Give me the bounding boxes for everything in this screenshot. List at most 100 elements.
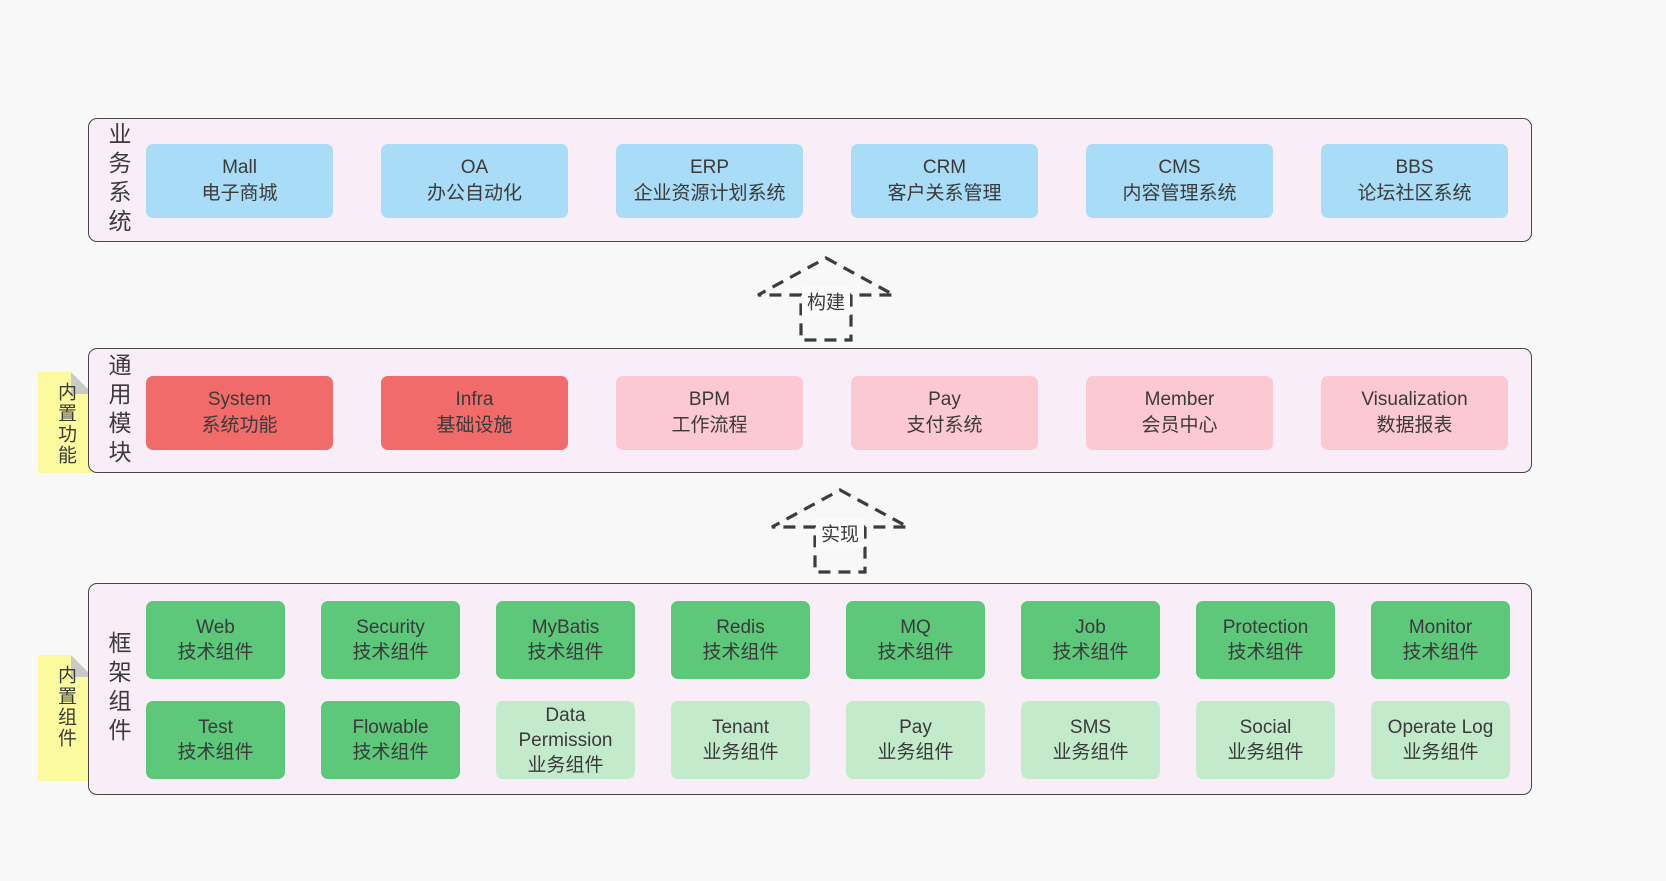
box-subtitle: 技术组件 <box>1227 642 1304 663</box>
box-subtitle: 技术组件 <box>877 642 954 663</box>
common-modules-panel: 通用模块 System 系统功能 Infra 基础设施 BPM 工作流程 Pay… <box>88 348 1532 473</box>
box-title: Pay <box>928 389 961 410</box>
box-subtitle: 技术组件 <box>177 642 254 663</box>
arrow-label: 实现 <box>815 518 865 548</box>
sticky-note-text: 内置功能 <box>55 382 76 466</box>
box-bbs: BBS 论坛社区系统 <box>1321 144 1508 218</box>
sticky-note-builtin-features: 内置功能 <box>38 372 93 473</box>
box-infra: Infra 基础设施 <box>381 376 568 450</box>
box-web: Web 技术组件 <box>146 601 285 679</box>
box-crm: CRM 客户关系管理 <box>851 144 1038 218</box>
box-title: Tenant <box>711 717 770 738</box>
box-erp: ERP 企业资源计划系统 <box>616 144 803 218</box>
box-protection: Protection 技术组件 <box>1196 601 1335 679</box>
box-subtitle: 技术组件 <box>702 642 779 663</box>
box-title: Job <box>1075 617 1106 638</box>
box-pay-module: Pay 支付系统 <box>851 376 1038 450</box>
box-title: Pay <box>899 717 932 738</box>
box-title: Social <box>1239 717 1292 738</box>
box-subtitle: 工作流程 <box>671 415 748 436</box>
panel-label-business: 业务系统 <box>105 122 131 238</box>
box-title: ERP <box>689 157 730 178</box>
box-subtitle: 技术组件 <box>352 642 429 663</box>
box-flowable: Flowable 技术组件 <box>321 701 460 779</box>
box-subtitle: 系统功能 <box>201 415 278 436</box>
framework-box-row-1: Web 技术组件 Security 技术组件 MyBatis 技术组件 Redi… <box>146 601 1510 679</box>
box-subtitle: 业务组件 <box>877 742 954 763</box>
box-system: System 系统功能 <box>146 376 333 450</box>
box-cms: CMS 内容管理系统 <box>1086 144 1273 218</box>
box-redis: Redis 技术组件 <box>671 601 810 679</box>
box-title: Data Permission <box>518 704 613 751</box>
up-arrow-icon <box>757 256 895 342</box>
box-title: Monitor <box>1408 617 1473 638</box>
box-title: Visualization <box>1361 389 1468 410</box>
box-subtitle: 业务组件 <box>1402 742 1479 763</box>
box-member: Member 会员中心 <box>1086 376 1273 450</box>
box-subtitle: 技术组件 <box>177 742 254 763</box>
business-box-row: Mall 电子商城 OA 办公自动化 ERP 企业资源计划系统 CRM 客户关系… <box>146 144 1508 218</box>
box-subtitle: 业务组件 <box>1052 742 1129 763</box>
box-monitor: Monitor 技术组件 <box>1371 601 1510 679</box>
box-subtitle: 数据报表 <box>1376 415 1453 436</box>
box-mq: MQ 技术组件 <box>846 601 985 679</box>
sticky-note-builtin-components: 内置组件 <box>38 655 93 781</box>
box-title: CMS <box>1158 157 1201 178</box>
box-title: Redis <box>716 617 765 638</box>
box-title: BPM <box>688 389 731 410</box>
box-title: Infra <box>455 389 494 410</box>
arrow-label: 构建 <box>801 286 851 316</box>
box-title: CRM <box>922 157 967 178</box>
box-title: Operate Log <box>1387 717 1494 738</box>
box-social: Social 业务组件 <box>1196 701 1335 779</box>
box-title: Flowable <box>352 717 429 738</box>
box-subtitle: 办公自动化 <box>426 183 522 204</box>
panel-label-modules: 通用模块 <box>105 352 131 469</box>
build-arrow: 构建 <box>756 255 896 343</box>
box-subtitle: 会员中心 <box>1141 415 1218 436</box>
up-arrow-icon <box>771 488 909 574</box>
box-subtitle: 基础设施 <box>436 415 513 436</box>
box-subtitle: 技术组件 <box>1402 642 1479 663</box>
box-sms: SMS 业务组件 <box>1021 701 1160 779</box>
implement-arrow: 实现 <box>770 487 910 575</box>
box-subtitle: 电子商城 <box>201 183 278 204</box>
box-mybatis: MyBatis 技术组件 <box>496 601 635 679</box>
box-title: Protection <box>1222 617 1309 638</box>
box-title: BBS <box>1395 157 1434 178</box>
box-tenant: Tenant 业务组件 <box>671 701 810 779</box>
box-title: Security <box>356 617 425 638</box>
box-subtitle: 业务组件 <box>1227 742 1304 763</box>
box-title: Test <box>198 717 233 738</box>
box-security: Security 技术组件 <box>321 601 460 679</box>
box-subtitle: 企业资源计划系统 <box>633 183 786 204</box>
box-title: Member <box>1144 389 1215 410</box>
box-subtitle: 客户关系管理 <box>887 183 1002 204</box>
box-title: MQ <box>900 617 931 638</box>
business-systems-panel: 业务系统 Mall 电子商城 OA 办公自动化 ERP 企业资源计划系统 CRM… <box>88 118 1532 242</box>
modules-box-row: System 系统功能 Infra 基础设施 BPM 工作流程 Pay 支付系统… <box>146 376 1508 450</box>
box-pay-component: Pay 业务组件 <box>846 701 985 779</box>
framework-components-panel: 框架组件 Web 技术组件 Security 技术组件 MyBatis 技术组件… <box>88 583 1532 795</box>
box-subtitle: 技术组件 <box>1052 642 1129 663</box>
framework-box-row-2: Test 技术组件 Flowable 技术组件 Data Permission … <box>146 701 1510 779</box>
box-subtitle: 技术组件 <box>352 742 429 763</box>
box-bpm: BPM 工作流程 <box>616 376 803 450</box>
box-title: OA <box>460 157 489 178</box>
box-test: Test 技术组件 <box>146 701 285 779</box>
box-subtitle: 业务组件 <box>527 754 604 776</box>
box-subtitle: 论坛社区系统 <box>1357 183 1472 204</box>
sticky-note-text: 内置组件 <box>55 665 76 749</box>
panel-label-framework: 框架组件 <box>105 631 131 747</box>
box-subtitle: 业务组件 <box>702 742 779 763</box>
box-visualization: Visualization 数据报表 <box>1321 376 1508 450</box>
box-title: MyBatis <box>531 617 600 638</box>
box-job: Job 技术组件 <box>1021 601 1160 679</box>
box-subtitle: 技术组件 <box>527 642 604 663</box>
box-title: Mall <box>222 157 257 178</box>
box-operate-log: Operate Log 业务组件 <box>1371 701 1510 779</box>
box-title: System <box>207 389 272 410</box>
box-subtitle: 支付系统 <box>906 415 983 436</box>
box-mall: Mall 电子商城 <box>146 144 333 218</box>
box-data-permission: Data Permission 业务组件 <box>496 701 635 779</box>
